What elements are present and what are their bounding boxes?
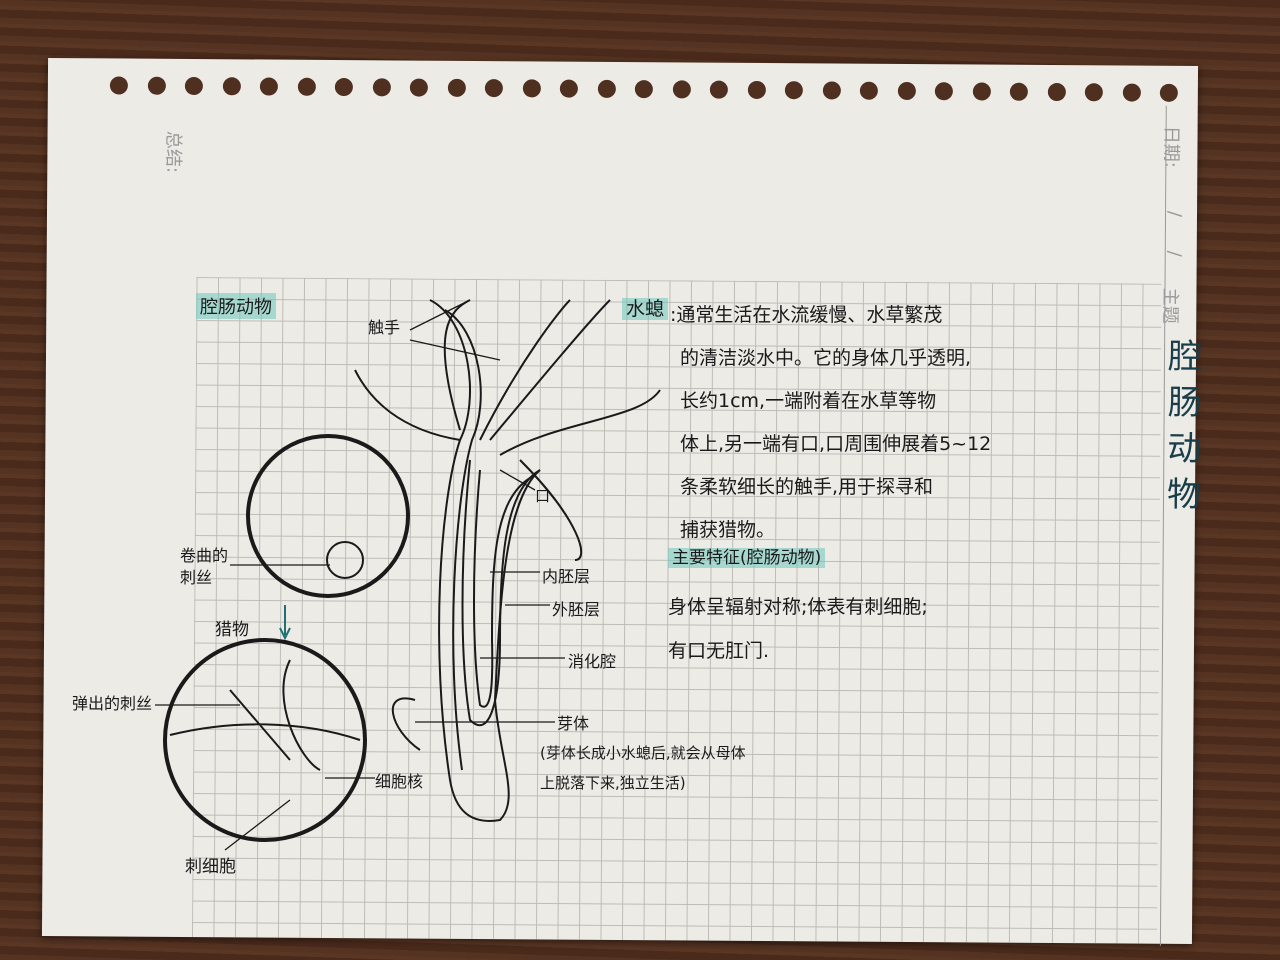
features-heading: 主要特征(腔肠动物): [668, 543, 826, 568]
label-ejected-thread: 弹出的刺丝: [72, 694, 153, 713]
label-mouth: 口: [535, 487, 551, 505]
label-ectoderm: 外胚层: [552, 600, 601, 619]
diagram-title: 腔肠动物: [196, 293, 276, 319]
nematocyst-coiled-inset: [246, 434, 410, 598]
label-bud-note: (芽体长成小水螅后,就会从母体上脱落下来,独立生活): [540, 744, 746, 792]
nematocyst-ejected-inset: [163, 638, 367, 842]
hydra-heading-text: 水螅: [622, 298, 669, 320]
hydra-line: 长约1cm,一端附着在水草等物: [680, 390, 937, 412]
features-heading-text: 主要特征(腔肠动物): [668, 548, 826, 568]
hydra-line: :通常生活在水流缓慢、水草繁茂: [670, 304, 943, 326]
label-cnidocyte: 刺细胞: [185, 857, 236, 877]
label-tentacle: 触手: [368, 318, 401, 337]
hydra-heading: 水螅: [622, 294, 669, 321]
hydra-line: 体上,另一端有口,口周围伸展着5~12: [680, 433, 992, 455]
feature-line: 有口无肛门.: [668, 640, 770, 662]
features-list: 身体呈辐射对称;体表有刺细胞; 有口无肛门.: [668, 585, 928, 673]
leader-lines: [155, 299, 565, 851]
label-nucleus: 细胞核: [375, 772, 424, 791]
hydra-description: :通常生活在水流缓慢、水草繁茂 的清洁淡水中。它的身体几乎透明, 长约1cm,一…: [670, 294, 991, 552]
label-gastrovascular: 消化腔: [568, 652, 617, 671]
label-prey: 猎物: [215, 620, 249, 640]
hydra-line: 条柔软细长的触手,用于探寻和: [680, 476, 934, 498]
feature-line: 身体呈辐射对称;体表有刺细胞;: [668, 596, 928, 618]
hydra-line: 的清洁淡水中。它的身体几乎透明,: [680, 347, 972, 369]
label-bud: 芽体: [557, 714, 590, 733]
label-endoderm: 内胚层: [542, 567, 591, 586]
hydra-body: [354, 299, 661, 822]
hydra-line: 捕获猎物。: [680, 519, 776, 541]
label-coiled-thread: 卷曲的刺丝: [180, 546, 229, 587]
